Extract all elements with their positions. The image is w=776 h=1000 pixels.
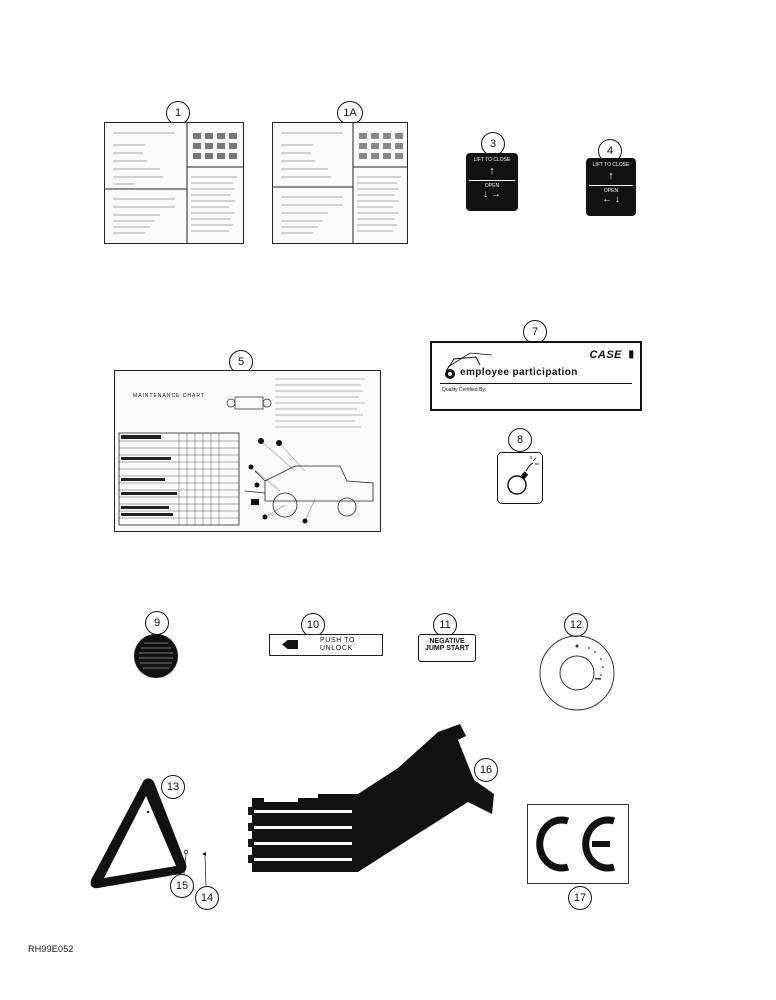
- decal-11-line2: JUMP START: [424, 645, 470, 652]
- bomb-icon: [507, 456, 539, 495]
- decal-10-line2: UNLOCK: [320, 645, 353, 652]
- decal-10-line1: PUSH TO: [320, 637, 356, 644]
- callout-1a: 1A: [337, 101, 363, 125]
- decal-3-bottom-text: OPEN: [484, 183, 500, 189]
- callout-8: 8: [508, 428, 532, 452]
- callout-13: 13: [161, 775, 185, 799]
- decal-17-ce-mark: [527, 804, 629, 884]
- decal-5-drawing: [118, 378, 374, 526]
- callout-15: 15: [170, 874, 194, 898]
- decal-11-negative-jump-start: NEGATIVE JUMP START: [418, 634, 476, 662]
- callout-1: 1: [166, 101, 190, 125]
- down-right-arrows-icon: ↓ →: [483, 189, 501, 200]
- up-arrow-icon: ↑: [608, 170, 614, 182]
- decal-8-ether-warning: [497, 452, 543, 504]
- decal-3-top-text: LIFT TO CLOSE: [473, 157, 511, 163]
- decal-7-subtitle: Quality Certified By:: [442, 387, 487, 393]
- decal-7-employee-participation: CASE ▮ employee participation Quality Ce…: [430, 341, 642, 411]
- tractor-logo-icon: [445, 352, 493, 379]
- decal-11-line1: NEGATIVE: [429, 638, 465, 645]
- left-down-arrows-icon: ← ↓: [602, 194, 620, 205]
- decal-4-bottom-text: OPEN: [603, 188, 619, 194]
- case-brand-logo: CASE: [589, 349, 622, 361]
- decal-5-maintenance-chart: MAINTENANCE CHART: [114, 370, 381, 532]
- push-arrow-icon: [282, 640, 298, 649]
- decal-5-title: MAINTENANCE CHART: [133, 393, 205, 399]
- decal-1a-fuel-chart: [272, 122, 408, 244]
- decal-12-ring-decal: [539, 635, 615, 711]
- decal-13-smv-triangle: [90, 778, 187, 889]
- fastener-leaders: [183, 849, 207, 887]
- decal-4-top-text: LIFT TO CLOSE: [592, 162, 630, 168]
- decal-1-drawing: [105, 123, 243, 243]
- callout-16: 16: [474, 758, 498, 782]
- decal-7-title: employee participation: [460, 367, 578, 378]
- decal-10-push-to-unlock: PUSH TO UNLOCK: [269, 634, 383, 656]
- figure-code: RH99E052: [28, 944, 74, 954]
- decal-1a-drawing: [273, 123, 407, 243]
- callout-12: 12: [564, 613, 588, 637]
- decal-1-fuel-chart: [104, 122, 244, 244]
- decal-9-round-warning: [134, 634, 178, 678]
- up-arrow-icon: ↑: [489, 165, 495, 177]
- decal-3-lift-to-close: LIFT TO CLOSE ↑ OPEN ↓ →: [466, 153, 518, 211]
- callout-14: 14: [195, 886, 219, 910]
- callout-9: 9: [145, 611, 169, 635]
- ih-logo-icon: ▮: [628, 349, 634, 360]
- callout-7: 7: [523, 320, 547, 344]
- decal-4-lift-to-close: LIFT TO CLOSE ↑ OPEN ← ↓: [586, 158, 636, 216]
- ce-mark-icon: [536, 816, 616, 872]
- callout-17: 17: [568, 886, 592, 910]
- decal-16-stripe-decal: [248, 724, 494, 872]
- callout-10: 10: [301, 613, 325, 637]
